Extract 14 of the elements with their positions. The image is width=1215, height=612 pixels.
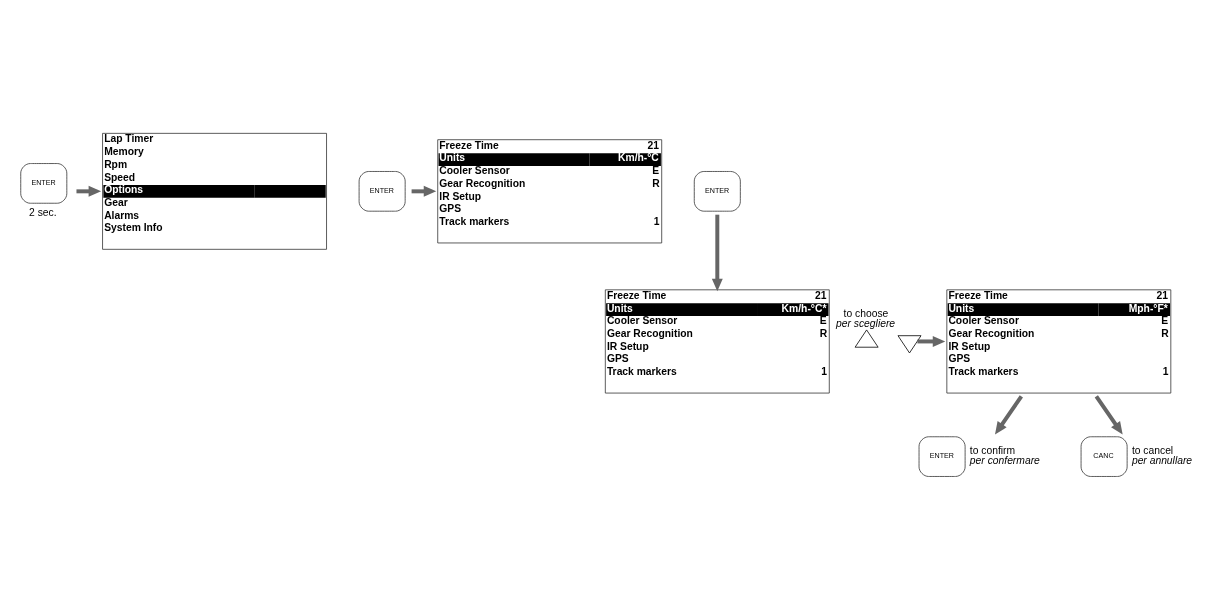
arrow (1094, 394, 1123, 434)
node-label: per confermare (969, 454, 1040, 466)
node-label: per scegliere (836, 317, 896, 329)
node-triangle (897, 334, 922, 353)
node-label: 2 sec. (29, 206, 57, 218)
arrow (917, 335, 946, 347)
arrow (995, 394, 1023, 434)
arrow (711, 214, 723, 291)
node-label: to cancel (1131, 444, 1174, 456)
node-triangle (854, 329, 879, 348)
node-label: to choose (843, 307, 889, 319)
arrow (76, 185, 102, 197)
node-label: per annullare (1131, 454, 1193, 466)
node-label: to confirm (969, 444, 1016, 456)
